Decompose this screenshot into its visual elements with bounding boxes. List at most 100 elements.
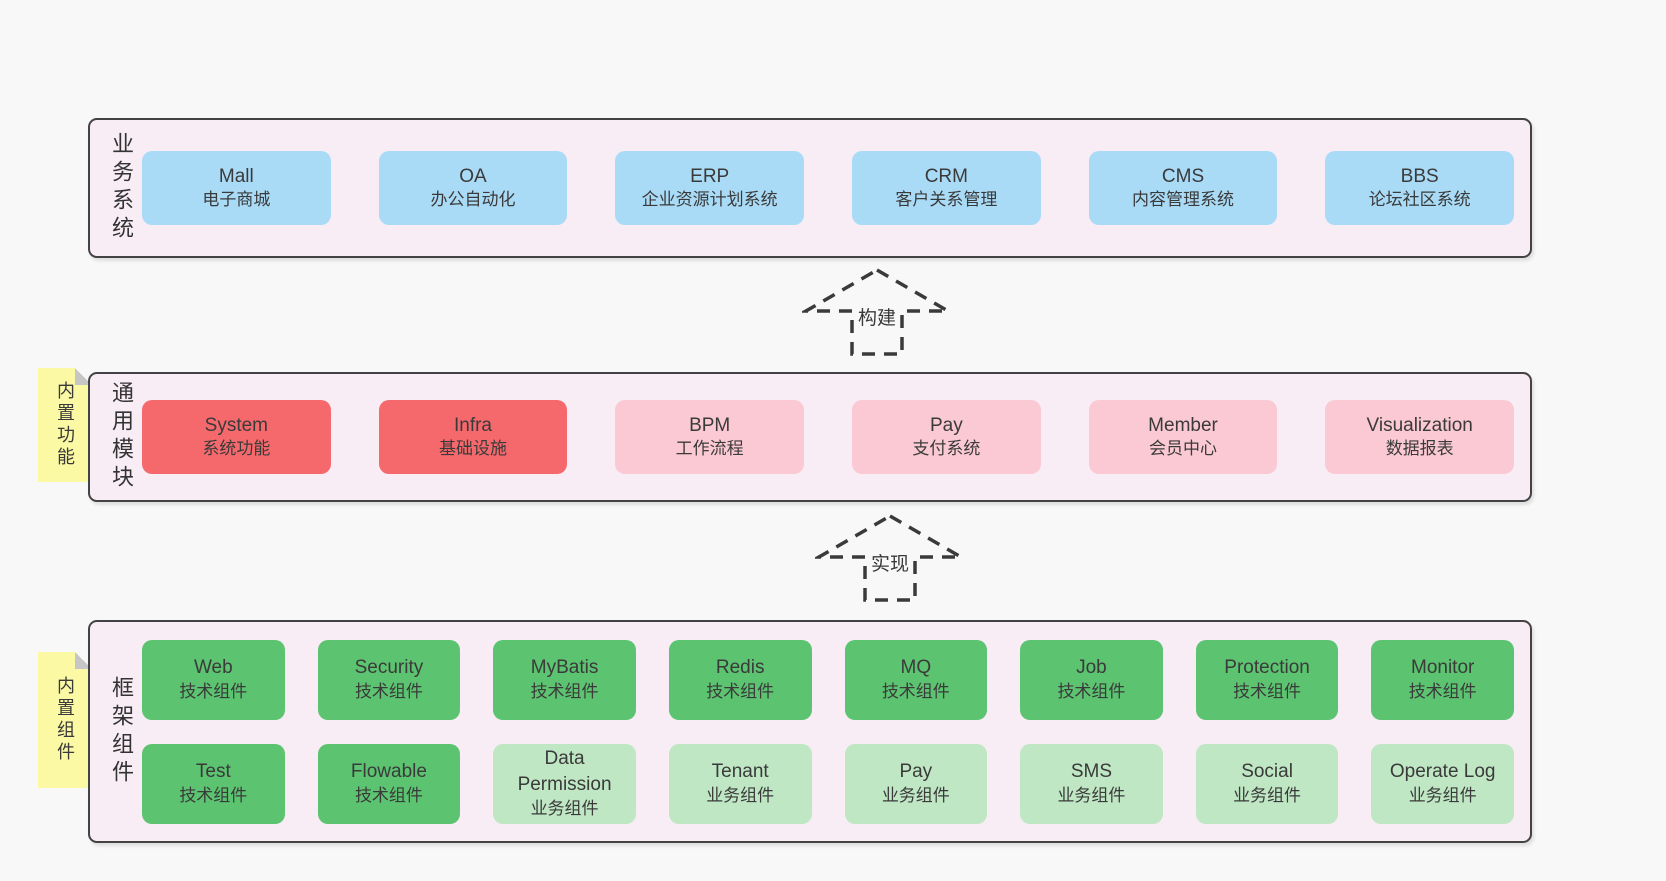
sticky-builtin-components-label: 内置组件	[55, 676, 75, 764]
box-desc: 业务组件	[1408, 785, 1477, 805]
box-crm: CRM 客户关系管理	[852, 151, 1041, 225]
up-arrow-icon	[815, 513, 965, 602]
box-system: System 系统功能	[142, 400, 331, 474]
box-web: Web 技术组件	[142, 639, 285, 720]
box-name: Operate Log	[1389, 761, 1496, 783]
box-mq: MQ 技术组件	[844, 639, 988, 720]
box-bbs: BBS 论坛社区系统	[1325, 151, 1515, 225]
box-desc: 企业资源计划系统	[641, 190, 778, 210]
box-security: Security 技术组件	[317, 639, 461, 720]
box-infra: Infra 基础设施	[378, 400, 568, 474]
sticky-builtin-features: 内置功能	[38, 368, 92, 482]
box-desc: 业务组件	[1233, 785, 1302, 805]
common-modules-row: System 系统功能 Infra 基础设施 BPM 工作流程 Pay 支付系统…	[132, 374, 1530, 500]
box-desc: 业务组件	[881, 785, 950, 805]
box-desc: 基础设施	[439, 439, 507, 459]
box-name: OA	[459, 165, 487, 187]
box-desc: 系统功能	[202, 439, 271, 459]
band-common-modules: 通用模块 System 系统功能 Infra 基础设施 BPM 工作流程 Pay…	[88, 372, 1532, 502]
box-desc: 支付系统	[912, 439, 981, 459]
box-name: Protection	[1224, 657, 1310, 679]
box-name: Job	[1076, 657, 1107, 679]
box-bpm: BPM 工作流程	[615, 400, 805, 474]
box-desc: 技术组件	[1408, 681, 1477, 701]
box-oa: OA 办公自动化	[378, 151, 568, 225]
box-desc: 技术组件	[881, 681, 950, 701]
box-mybatis: MyBatis 技术组件	[493, 639, 636, 720]
box-name: Data Permission	[517, 748, 612, 796]
box-pay-module: Pay 支付系统	[852, 400, 1041, 474]
arrow-build-label: 构建	[853, 302, 901, 331]
box-name: BPM	[689, 414, 731, 436]
box-desc: 业务组件	[530, 798, 599, 818]
box-desc: 技术组件	[1233, 681, 1302, 701]
box-desc: 内容管理系统	[1132, 190, 1235, 210]
box-name: CMS	[1161, 165, 1205, 187]
box-name: SMS	[1070, 761, 1113, 783]
box-mall: Mall 电子商城	[142, 151, 331, 225]
box-name: ERP	[690, 165, 730, 187]
box-desc: 电子商城	[202, 190, 271, 210]
box-desc: 技术组件	[706, 681, 775, 701]
band-business-systems: 业务系统 Mall 电子商城 OA 办公自动化 ERP 企业资源计划系统 CRM…	[88, 118, 1532, 258]
box-desc: 技术组件	[179, 681, 248, 701]
box-desc: 业务组件	[706, 785, 775, 805]
framework-components-grid: Web 技术组件 Security 技术组件 MyBatis 技术组件 Redi…	[132, 622, 1530, 841]
box-desc: 数据报表	[1385, 439, 1454, 459]
arrow-implement: 实现	[815, 512, 965, 604]
box-protection: Protection 技术组件	[1195, 639, 1339, 720]
arrow-implement-label: 实现	[866, 548, 914, 577]
arrow-build: 构建	[802, 266, 952, 358]
sticky-builtin-features-label: 内置功能	[55, 381, 75, 469]
box-name: Mall	[218, 165, 254, 187]
box-name: Social	[1241, 761, 1293, 783]
box-name: Security	[354, 657, 424, 679]
box-operate-log: Operate Log 业务组件	[1371, 743, 1514, 824]
box-desc: 技术组件	[354, 681, 423, 701]
box-job: Job 技术组件	[1020, 639, 1163, 720]
framework-row-tech: Web 技术组件 Security 技术组件 MyBatis 技术组件 Redi…	[142, 639, 1514, 720]
box-name: MyBatis	[530, 657, 599, 679]
box-sms: SMS 业务组件	[1020, 743, 1163, 824]
box-redis: Redis 技术组件	[668, 639, 812, 720]
box-desc: 业务组件	[1057, 785, 1126, 805]
box-pay-component: Pay 业务组件	[844, 743, 988, 824]
box-name: System	[204, 414, 269, 436]
framework-row-business: Test 技术组件 Flowable 技术组件 Data Permission …	[142, 743, 1514, 824]
box-monitor: Monitor 技术组件	[1371, 639, 1514, 720]
box-name: Visualization	[1366, 414, 1473, 436]
box-data-permission: Data Permission 业务组件	[493, 743, 636, 824]
box-desc: 技术组件	[530, 681, 599, 701]
band-label-common-modules: 通用模块	[109, 381, 134, 493]
box-desc: 会员中心	[1149, 439, 1218, 459]
box-cms: CMS 内容管理系统	[1088, 151, 1278, 225]
box-name: Tenant	[711, 761, 769, 783]
sticky-builtin-components: 内置组件	[38, 652, 92, 788]
box-name: CRM	[924, 165, 968, 187]
box-flowable: Flowable 技术组件	[317, 743, 461, 824]
box-desc: 客户关系管理	[895, 190, 998, 210]
box-name: Test	[195, 761, 231, 783]
box-tenant: Tenant 业务组件	[668, 743, 812, 824]
box-name: Infra	[453, 414, 493, 436]
box-desc: 技术组件	[1057, 681, 1126, 701]
box-desc: 技术组件	[354, 785, 423, 805]
box-member: Member 会员中心	[1088, 400, 1278, 474]
up-arrow-icon	[802, 267, 952, 356]
band-label-framework-components: 框架组件	[109, 675, 134, 788]
box-name: Pay	[929, 414, 963, 436]
business-systems-row: Mall 电子商城 OA 办公自动化 ERP 企业资源计划系统 CRM 客户关系…	[132, 120, 1530, 256]
box-desc: 办公自动化	[430, 190, 516, 210]
box-test: Test 技术组件	[142, 743, 285, 824]
box-name: MQ	[900, 657, 932, 679]
box-visualization: Visualization 数据报表	[1325, 400, 1515, 474]
box-desc: 论坛社区系统	[1368, 190, 1471, 210]
box-social: Social 业务组件	[1195, 743, 1339, 824]
box-name: Redis	[715, 657, 765, 679]
box-name: Flowable	[350, 761, 427, 783]
box-desc: 技术组件	[179, 785, 248, 805]
band-label-business-systems: 业务系统	[109, 132, 134, 244]
box-desc: 工作流程	[675, 439, 744, 459]
box-name: BBS	[1400, 165, 1439, 187]
